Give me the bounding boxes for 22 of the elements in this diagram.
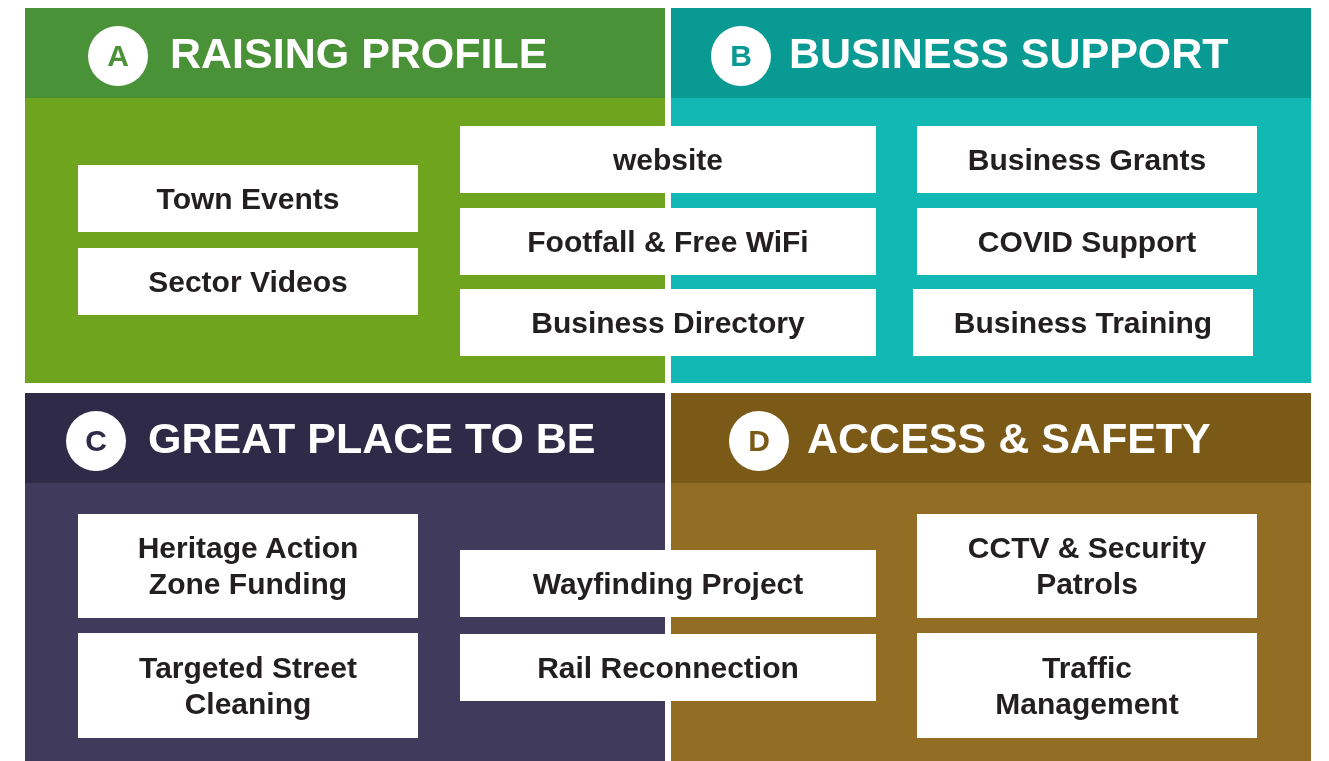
item-card: CCTV & Security Patrols <box>917 514 1257 618</box>
item-card: Traffic Management <box>917 633 1257 738</box>
item-card: Heritage Action Zone Funding <box>78 514 418 618</box>
item-card: Targeted Street Cleaning <box>78 633 418 738</box>
item-card: Business Training <box>913 289 1253 356</box>
item-card: Sector Videos <box>78 248 418 315</box>
panel-heading: RAISING PROFILE <box>170 28 548 79</box>
letter-badge: D <box>729 411 789 471</box>
panel-heading: ACCESS & SAFETY <box>807 413 1211 464</box>
item-card: Town Events <box>78 165 418 232</box>
letter-badge: A <box>88 26 148 86</box>
item-card: Business Directory <box>460 289 876 356</box>
item-card: Wayfinding Project <box>460 550 876 617</box>
item-card: website <box>460 126 876 193</box>
item-card: COVID Support <box>917 208 1257 275</box>
item-card: Business Grants <box>917 126 1257 193</box>
item-card: Rail Reconnection <box>460 634 876 701</box>
letter-badge: C <box>66 411 126 471</box>
panel-heading: BUSINESS SUPPORT <box>789 28 1229 79</box>
letter-badge: B <box>711 26 771 86</box>
panel-heading: GREAT PLACE TO BE <box>148 413 596 464</box>
item-card: Footfall & Free WiFi <box>460 208 876 275</box>
